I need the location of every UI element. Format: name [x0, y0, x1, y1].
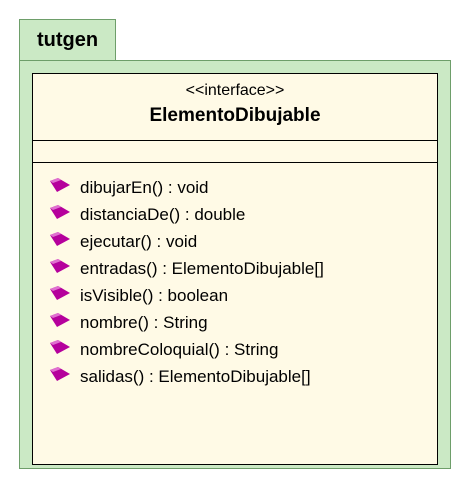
method-label: distanciaDe() : double: [80, 205, 246, 224]
public-method-icon: [50, 259, 70, 273]
method-item[interactable]: salidas() : ElementoDibujable[]: [33, 363, 437, 390]
public-method-icon: [50, 205, 70, 219]
method-item[interactable]: entradas() : ElementoDibujable[]: [33, 255, 437, 282]
method-item[interactable]: nombreColoquial() : String: [33, 336, 437, 363]
method-label: nombreColoquial() : String: [80, 340, 279, 359]
public-method-icon: [50, 367, 70, 381]
method-label: isVisible() : boolean: [80, 286, 229, 305]
method-label: ejecutar() : void: [80, 232, 198, 251]
attributes-compartment: [33, 141, 437, 163]
public-method-icon: [50, 232, 70, 246]
interface-class-box[interactable]: <<interface>> ElementoDibujable dibujarE…: [32, 73, 438, 465]
method-item[interactable]: isVisible() : boolean: [33, 282, 437, 309]
method-item[interactable]: nombre() : String: [33, 309, 437, 336]
method-item[interactable]: ejecutar() : void: [33, 228, 437, 255]
class-name: ElementoDibujable: [149, 105, 321, 126]
class-header: <<interface>> ElementoDibujable: [33, 74, 437, 141]
public-method-icon: [50, 178, 70, 192]
method-label: dibujarEn() : void: [80, 178, 209, 197]
method-item[interactable]: dibujarEn() : void: [33, 174, 437, 201]
method-label: salidas() : ElementoDibujable[]: [80, 367, 311, 386]
methods-compartment: dibujarEn() : void distanciaDe() : doubl…: [33, 163, 437, 390]
method-item[interactable]: distanciaDe() : double: [33, 201, 437, 228]
method-label: entradas() : ElementoDibujable[]: [80, 259, 324, 278]
package-tab[interactable]: tutgen: [19, 19, 116, 61]
public-method-icon: [50, 313, 70, 327]
package-name: tutgen: [36, 29, 99, 51]
public-method-icon: [50, 340, 70, 354]
stereotype-label: <<interface>>: [185, 82, 285, 99]
public-method-icon: [50, 286, 70, 300]
method-label: nombre() : String: [80, 313, 208, 332]
